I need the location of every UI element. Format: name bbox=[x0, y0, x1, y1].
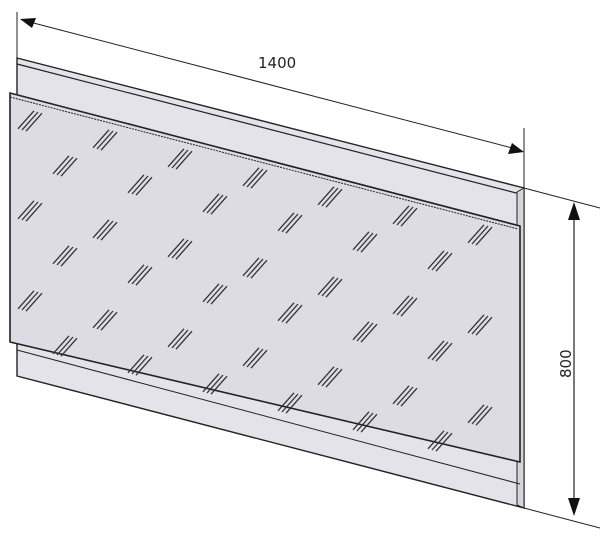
height-dimension: 800 bbox=[523, 187, 600, 529]
glass-mirror bbox=[9, 91, 521, 464]
width-dimension-label: 1400 bbox=[258, 54, 296, 72]
width-dimension: 1400 bbox=[16, 12, 525, 188]
glass-reflection-hatch-icon bbox=[17, 110, 493, 452]
height-dimension-label: 800 bbox=[557, 349, 575, 378]
